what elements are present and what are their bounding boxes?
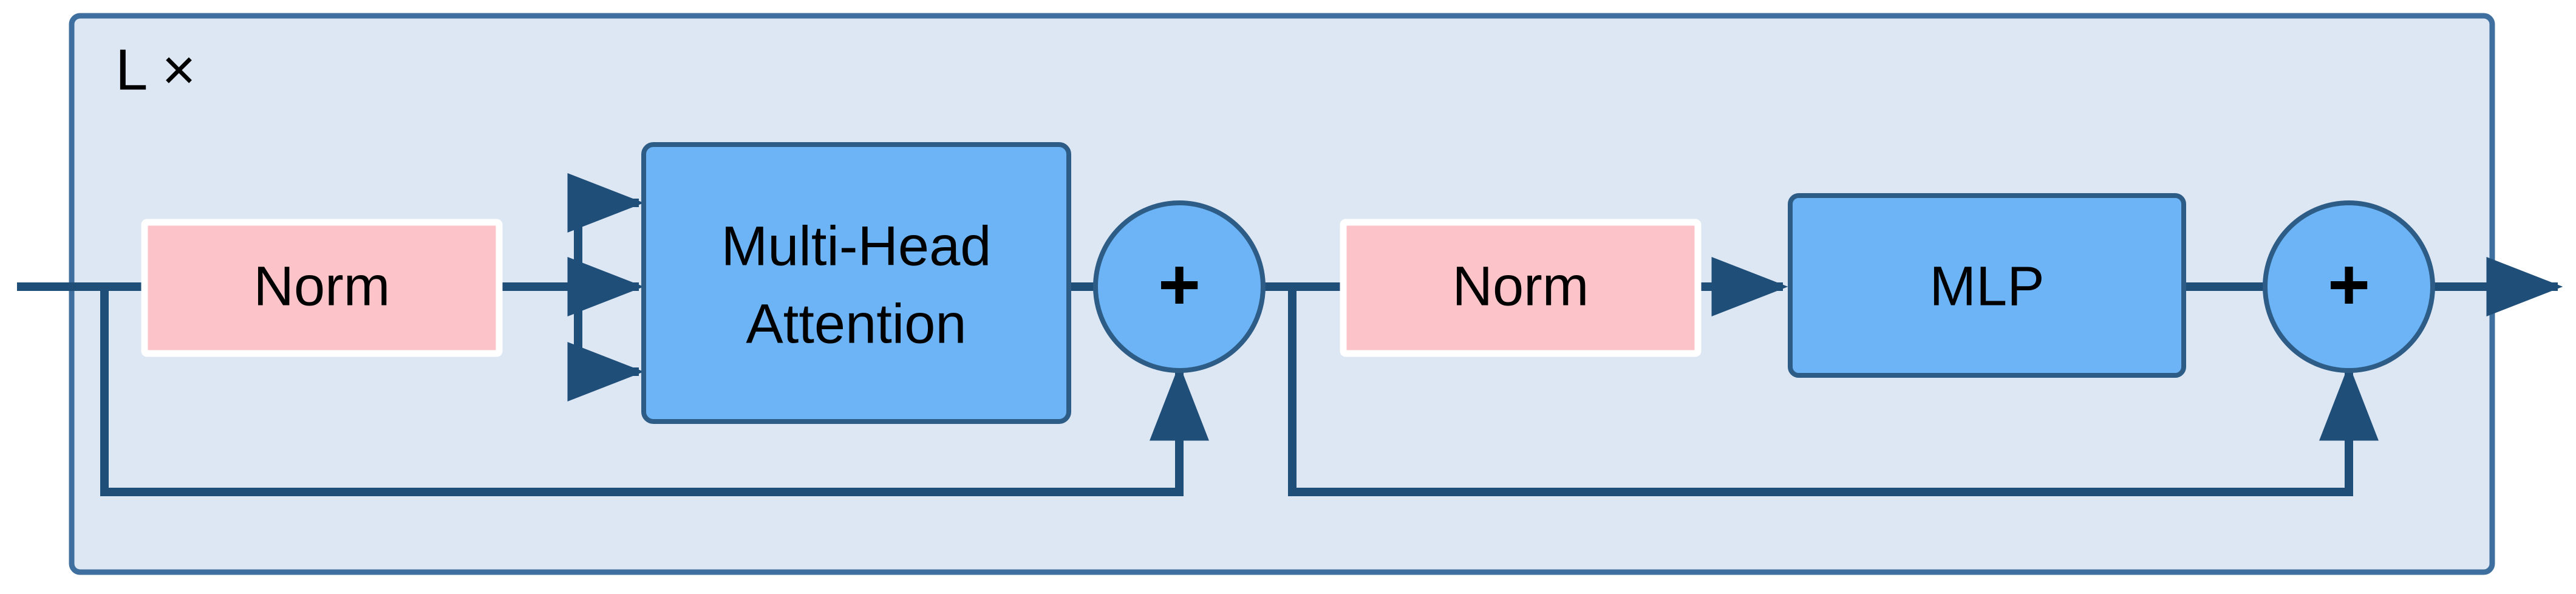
- norm2-box: [1340, 219, 1702, 357]
- node-mlp[interactable]: MLP: [1788, 193, 2186, 378]
- node-norm2[interactable]: Norm: [1340, 219, 1702, 357]
- attention-label-line1: Multi-Head: [721, 215, 992, 277]
- mlp-box: [1788, 193, 2186, 378]
- node-add1[interactable]: +: [1093, 200, 1266, 373]
- attention-box: [641, 142, 1071, 424]
- edge-residual-1: [100, 287, 1209, 496]
- norm2-label: Norm: [1453, 255, 1589, 317]
- add1-circle: [1093, 200, 1266, 373]
- edge-residual-2: [1288, 287, 2379, 496]
- repeat-count-label: L ×: [115, 37, 196, 102]
- node-multi-head-attention[interactable]: Multi-Head Attention: [641, 142, 1071, 424]
- add2-circle: [2263, 200, 2435, 373]
- node-add2[interactable]: +: [2263, 200, 2435, 373]
- mlp-label: MLP: [1929, 255, 2044, 317]
- node-norm1[interactable]: Norm: [141, 219, 503, 357]
- attention-label-line2: Attention: [746, 293, 966, 355]
- norm1-box: [141, 219, 503, 357]
- norm1-label: Norm: [254, 255, 390, 317]
- add2-label: +: [2328, 244, 2370, 326]
- add1-label: +: [1158, 244, 1201, 326]
